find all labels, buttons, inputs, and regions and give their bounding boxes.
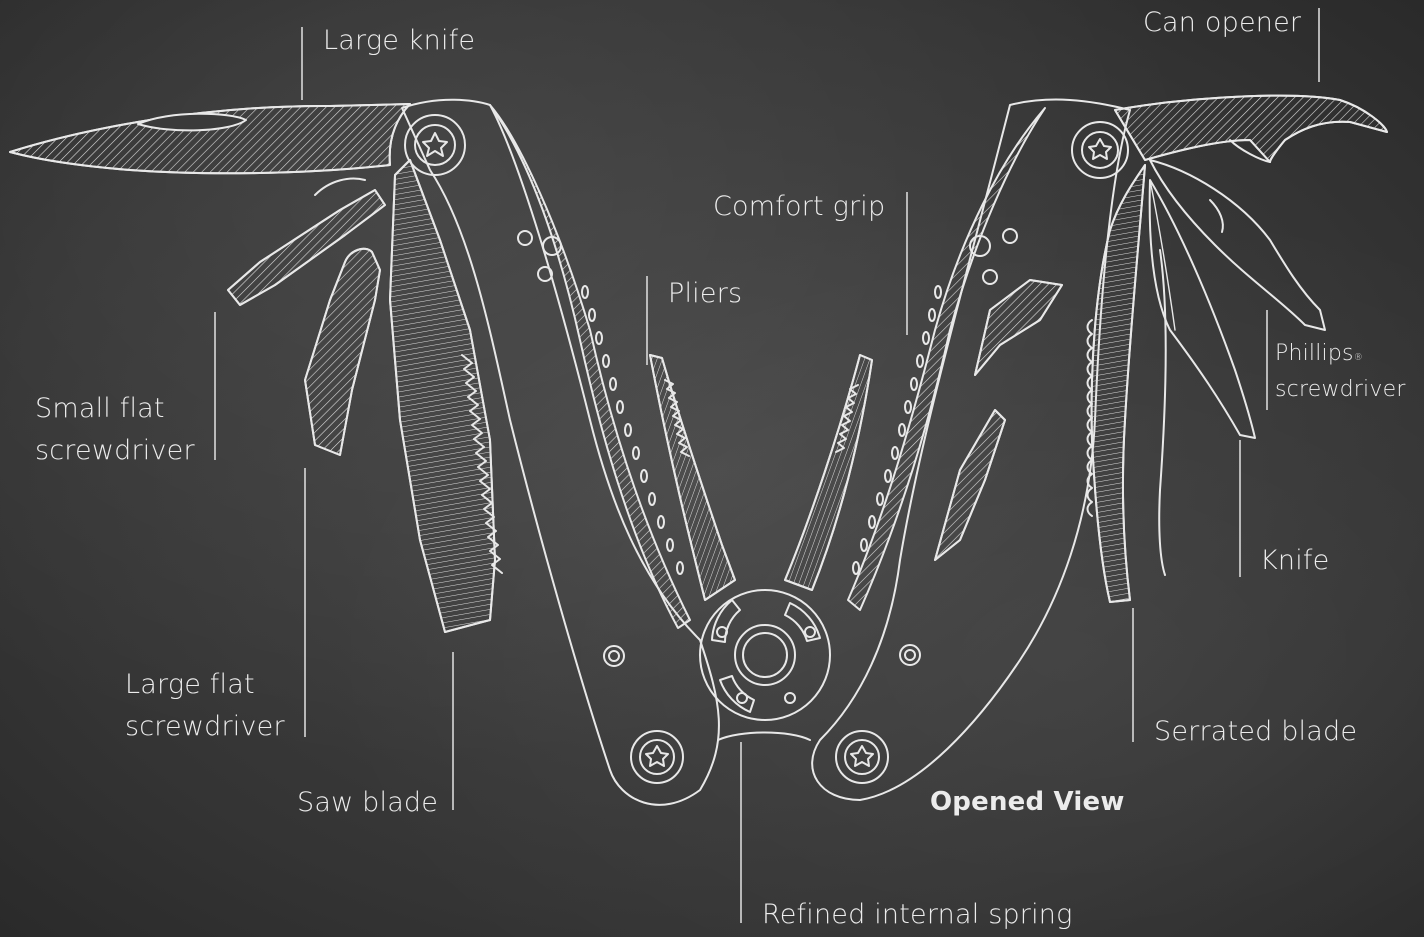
can-opener-tool — [1115, 96, 1387, 162]
saw-blade-label: Saw blade — [297, 782, 438, 824]
phillips-screwdriver-label: Phillips® screwdriver — [1275, 336, 1406, 408]
pliers-right-jaw — [785, 355, 872, 590]
large-knife-label: Large knife — [323, 20, 475, 62]
refined-internal-spring-part — [718, 733, 810, 741]
comfort-grip-label: Comfort grip — [713, 186, 885, 228]
small-flat-screwdriver-label: Small flat screwdriver — [35, 388, 195, 472]
saw-blade-tool — [390, 160, 495, 632]
refined-internal-spring-label: Refined internal spring — [762, 894, 1073, 936]
pliers-label: Pliers — [668, 273, 742, 315]
phillips-screwdriver-tool — [1150, 160, 1325, 330]
can-opener-label: Can opener — [1143, 2, 1301, 44]
knife-label: Knife — [1260, 540, 1329, 582]
serrated-blade-label: Serrated blade — [1154, 711, 1357, 753]
large-flat-screwdriver-label: Large flat screwdriver — [125, 664, 285, 748]
center-pivot — [700, 590, 830, 720]
large-flat-screwdriver-tool — [305, 249, 380, 455]
opened-view-caption: Opened View — [930, 781, 1125, 823]
registered-mark: ® — [1354, 353, 1363, 363]
